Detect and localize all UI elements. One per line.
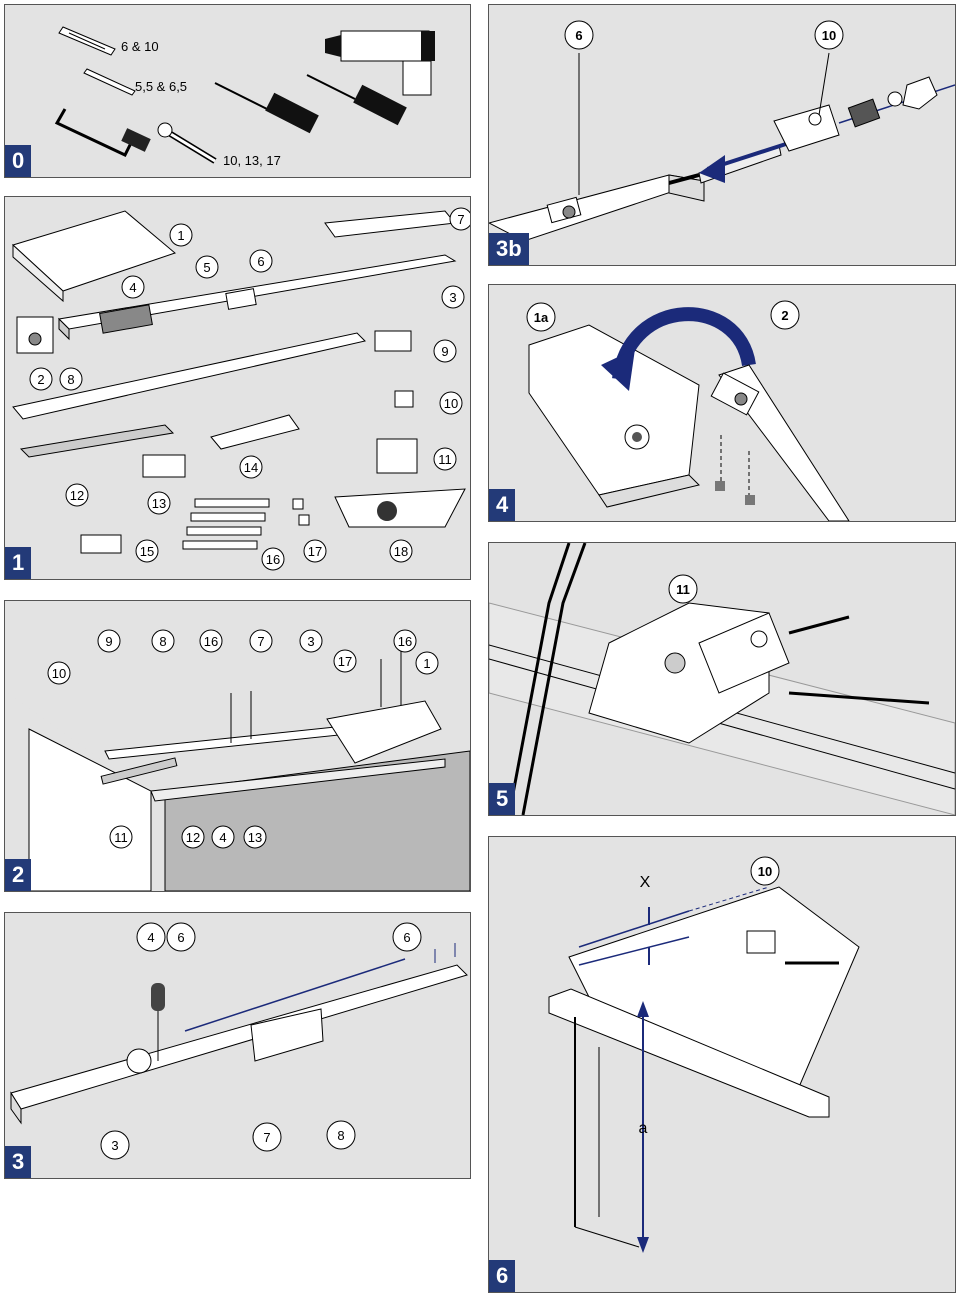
step-number: 2	[5, 859, 32, 891]
svg-text:11: 11	[114, 830, 128, 845]
tools-illustration: 6 & 10 5,5 & 6,5 10, 13, 17	[54, 26, 435, 168]
power-drill-icon	[325, 30, 435, 96]
step-number: 6	[489, 1260, 516, 1292]
overview-installed-illustration: 9 8 16 7 3 16 17 1 10 11 12 4 13	[5, 601, 470, 891]
svg-text:7: 7	[263, 1130, 270, 1145]
parts-overview-illustration: 1 7 5 6 4 3 9 2 8 10 11 14 12 13 15 16 1…	[12, 207, 470, 571]
svg-text:17: 17	[308, 544, 322, 559]
svg-text:10, 13, 17: 10, 13, 17	[223, 153, 281, 168]
callouts	[29, 207, 470, 571]
svg-text:6: 6	[575, 28, 582, 43]
step-number: 4	[489, 489, 516, 521]
motor-mounting-illustration: 1a 2	[526, 300, 850, 521]
drill-bit-small-icon	[83, 68, 136, 96]
svg-text:16: 16	[266, 552, 280, 567]
drill-bit-large-icon	[58, 26, 116, 56]
bracket-10-icon	[773, 104, 840, 152]
svg-text:1: 1	[177, 228, 184, 243]
panel-step-0: 6 & 10 5,5 & 6,5 10, 13, 17 0	[4, 4, 471, 178]
rail-slider-position-illustration: 4 6 6 3 7 8	[10, 922, 468, 1160]
svg-text:6: 6	[177, 930, 184, 945]
motor-cover-icon	[12, 210, 177, 303]
step-number: 3	[5, 1146, 32, 1178]
svg-text:10: 10	[758, 864, 772, 879]
svg-text:X: X	[640, 874, 651, 891]
svg-text:3: 3	[307, 634, 314, 649]
svg-text:6 & 10: 6 & 10	[121, 39, 159, 54]
svg-text:5,5 & 6,5: 5,5 & 6,5	[135, 79, 187, 94]
rail-8-icon	[12, 332, 366, 420]
svg-text:12: 12	[186, 830, 200, 845]
wrench-icon	[157, 122, 217, 164]
panel-step-2: 9 8 16 7 3 16 17 1 10 11 12 4 13 2	[4, 600, 471, 892]
svg-text:1: 1	[423, 656, 430, 671]
svg-text:7: 7	[257, 634, 264, 649]
screwdriver-flat-icon	[214, 82, 319, 134]
svg-text:11: 11	[438, 452, 452, 467]
svg-text:8: 8	[337, 1128, 344, 1143]
svg-text:13: 13	[248, 830, 262, 845]
panel-step-4: 1a 2 4	[488, 284, 956, 522]
svg-text:14: 14	[244, 460, 258, 475]
svg-text:10: 10	[52, 666, 66, 681]
hacksaw-icon	[54, 108, 151, 157]
svg-text:15: 15	[140, 544, 154, 559]
svg-text:4: 4	[129, 280, 136, 295]
bracket-mounting-illustration: 11	[489, 543, 955, 815]
svg-text:5: 5	[203, 260, 210, 275]
svg-text:1a: 1a	[534, 310, 549, 325]
svg-text:12: 12	[70, 488, 84, 503]
panel-step-1: 1 7 5 6 4 3 9 2 8 10 11 14 12 13 15 16 1…	[4, 196, 471, 580]
svg-text:13: 13	[152, 496, 166, 511]
panel-step-3: 4 6 6 3 7 8 3	[4, 912, 471, 1179]
step-number: 3b	[489, 233, 529, 265]
height-measurement-illustration: 10 X a	[548, 856, 860, 1253]
step-number: 1	[5, 547, 32, 579]
svg-text:6: 6	[403, 930, 410, 945]
svg-text:2: 2	[781, 308, 788, 323]
svg-text:9: 9	[441, 344, 448, 359]
svg-text:3: 3	[449, 290, 456, 305]
svg-text:16: 16	[398, 634, 412, 649]
svg-text:4: 4	[219, 830, 226, 845]
panel-step-6: 10 X a 6	[488, 836, 956, 1293]
svg-text:6: 6	[257, 254, 264, 269]
svg-text:9: 9	[105, 634, 112, 649]
step-number: 5	[489, 783, 516, 815]
svg-text:7: 7	[457, 212, 464, 227]
svg-text:18: 18	[394, 544, 408, 559]
svg-text:10: 10	[822, 28, 836, 43]
svg-text:4: 4	[147, 930, 154, 945]
svg-text:16: 16	[204, 634, 218, 649]
svg-text:8: 8	[67, 372, 74, 387]
step-number: 0	[5, 145, 32, 177]
rail-slider-illustration: 6 10	[489, 20, 955, 242]
rail-cover-icon	[324, 210, 456, 238]
svg-text:3: 3	[111, 1138, 118, 1153]
panel-step-3b: 6 10 3b	[488, 4, 956, 266]
svg-text:11: 11	[676, 582, 690, 597]
svg-text:8: 8	[159, 634, 166, 649]
svg-text:17: 17	[338, 654, 352, 669]
svg-text:2: 2	[37, 372, 44, 387]
rail-3-icon	[57, 254, 457, 341]
panel-step-5: 11 5	[488, 542, 956, 816]
svg-text:a: a	[639, 1120, 648, 1137]
screwdriver-phillips-icon	[306, 74, 407, 126]
svg-text:10: 10	[444, 396, 458, 411]
